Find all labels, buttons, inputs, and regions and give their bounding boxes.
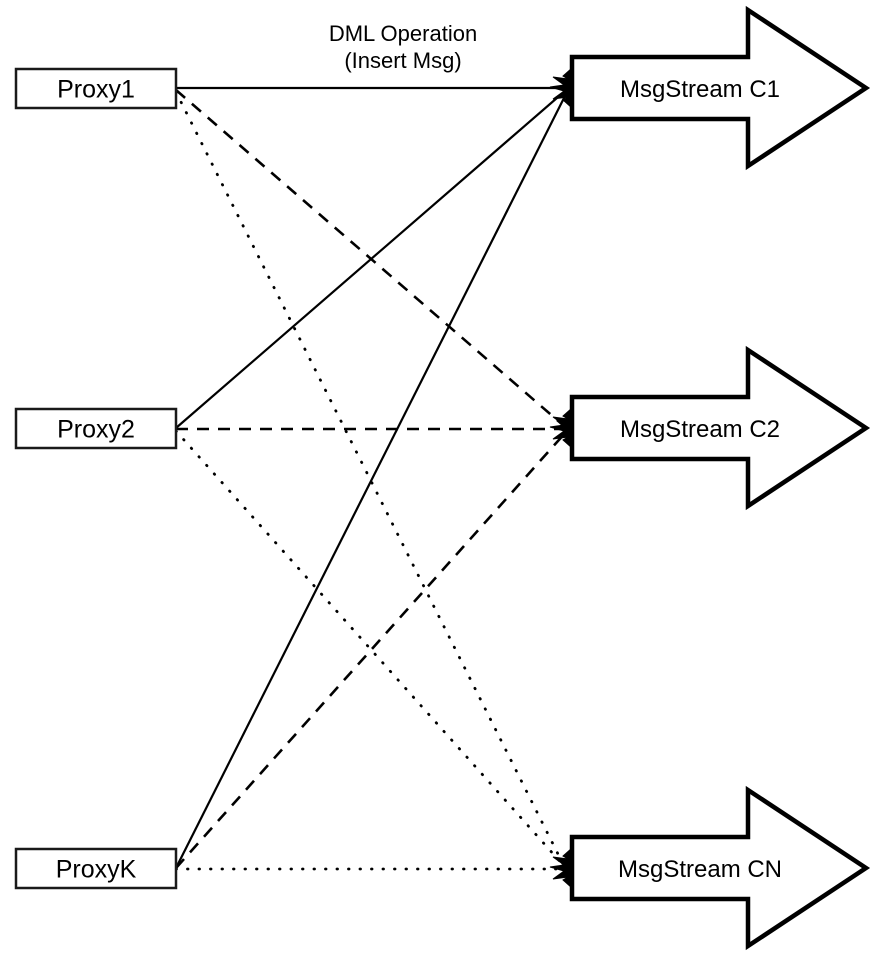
proxy-box-rect: [14, 847, 178, 890]
msgstream-nodes-group: MsgStream C1 MsgStream C2 MsgStream CN: [569, 5, 871, 951]
msgstream-arrow-shape: [569, 785, 871, 951]
edge-label-group: DML Operation (Insert Msg): [329, 21, 477, 73]
msgstream-label: MsgStream CN: [618, 856, 782, 883]
arrowhead-stream_cn: [549, 846, 573, 890]
edge-label-line-1: DML Operation: [329, 21, 477, 46]
msgstream-node-stream_c2[interactable]: MsgStream C2: [569, 345, 871, 511]
arrowhead-stream_c1: [549, 66, 573, 110]
msgstream-arrow-shape: [569, 5, 871, 171]
proxy-box-rect: [14, 407, 178, 450]
proxy-node-proxyk[interactable]: ProxyK: [14, 847, 178, 890]
edge-label-line-2: (Insert Msg): [344, 48, 461, 73]
proxy-label: ProxyK: [56, 856, 137, 884]
msgstream-node-stream_cn[interactable]: MsgStream CN: [569, 785, 871, 951]
proxy-node-proxy1[interactable]: Proxy1: [14, 67, 178, 110]
msgstream-arrow-shape: [569, 345, 871, 511]
link-proxyk-c1: [175, 93, 567, 869]
link-proxy1-c2: [175, 89, 565, 427]
arrowheads-group: [549, 66, 573, 890]
proxy-box-rect: [14, 67, 178, 110]
msgstream-label: MsgStream C2: [620, 416, 780, 443]
link-proxy2-c1: [175, 90, 566, 429]
link-proxy2-cn: [174, 429, 566, 868]
proxy-label: Proxy1: [57, 76, 135, 104]
connection-links-group: [174, 86, 568, 871]
proxy-label: Proxy2: [57, 416, 135, 444]
proxy-node-proxy2[interactable]: Proxy2: [14, 407, 178, 450]
msgstream-node-stream_c1[interactable]: MsgStream C1: [569, 5, 871, 171]
arrowhead-stream_c2: [549, 406, 573, 450]
link-proxyk-c2: [175, 431, 567, 869]
link-proxy1-cn: [174, 90, 566, 868]
msgstream-label: MsgStream C1: [620, 76, 780, 103]
